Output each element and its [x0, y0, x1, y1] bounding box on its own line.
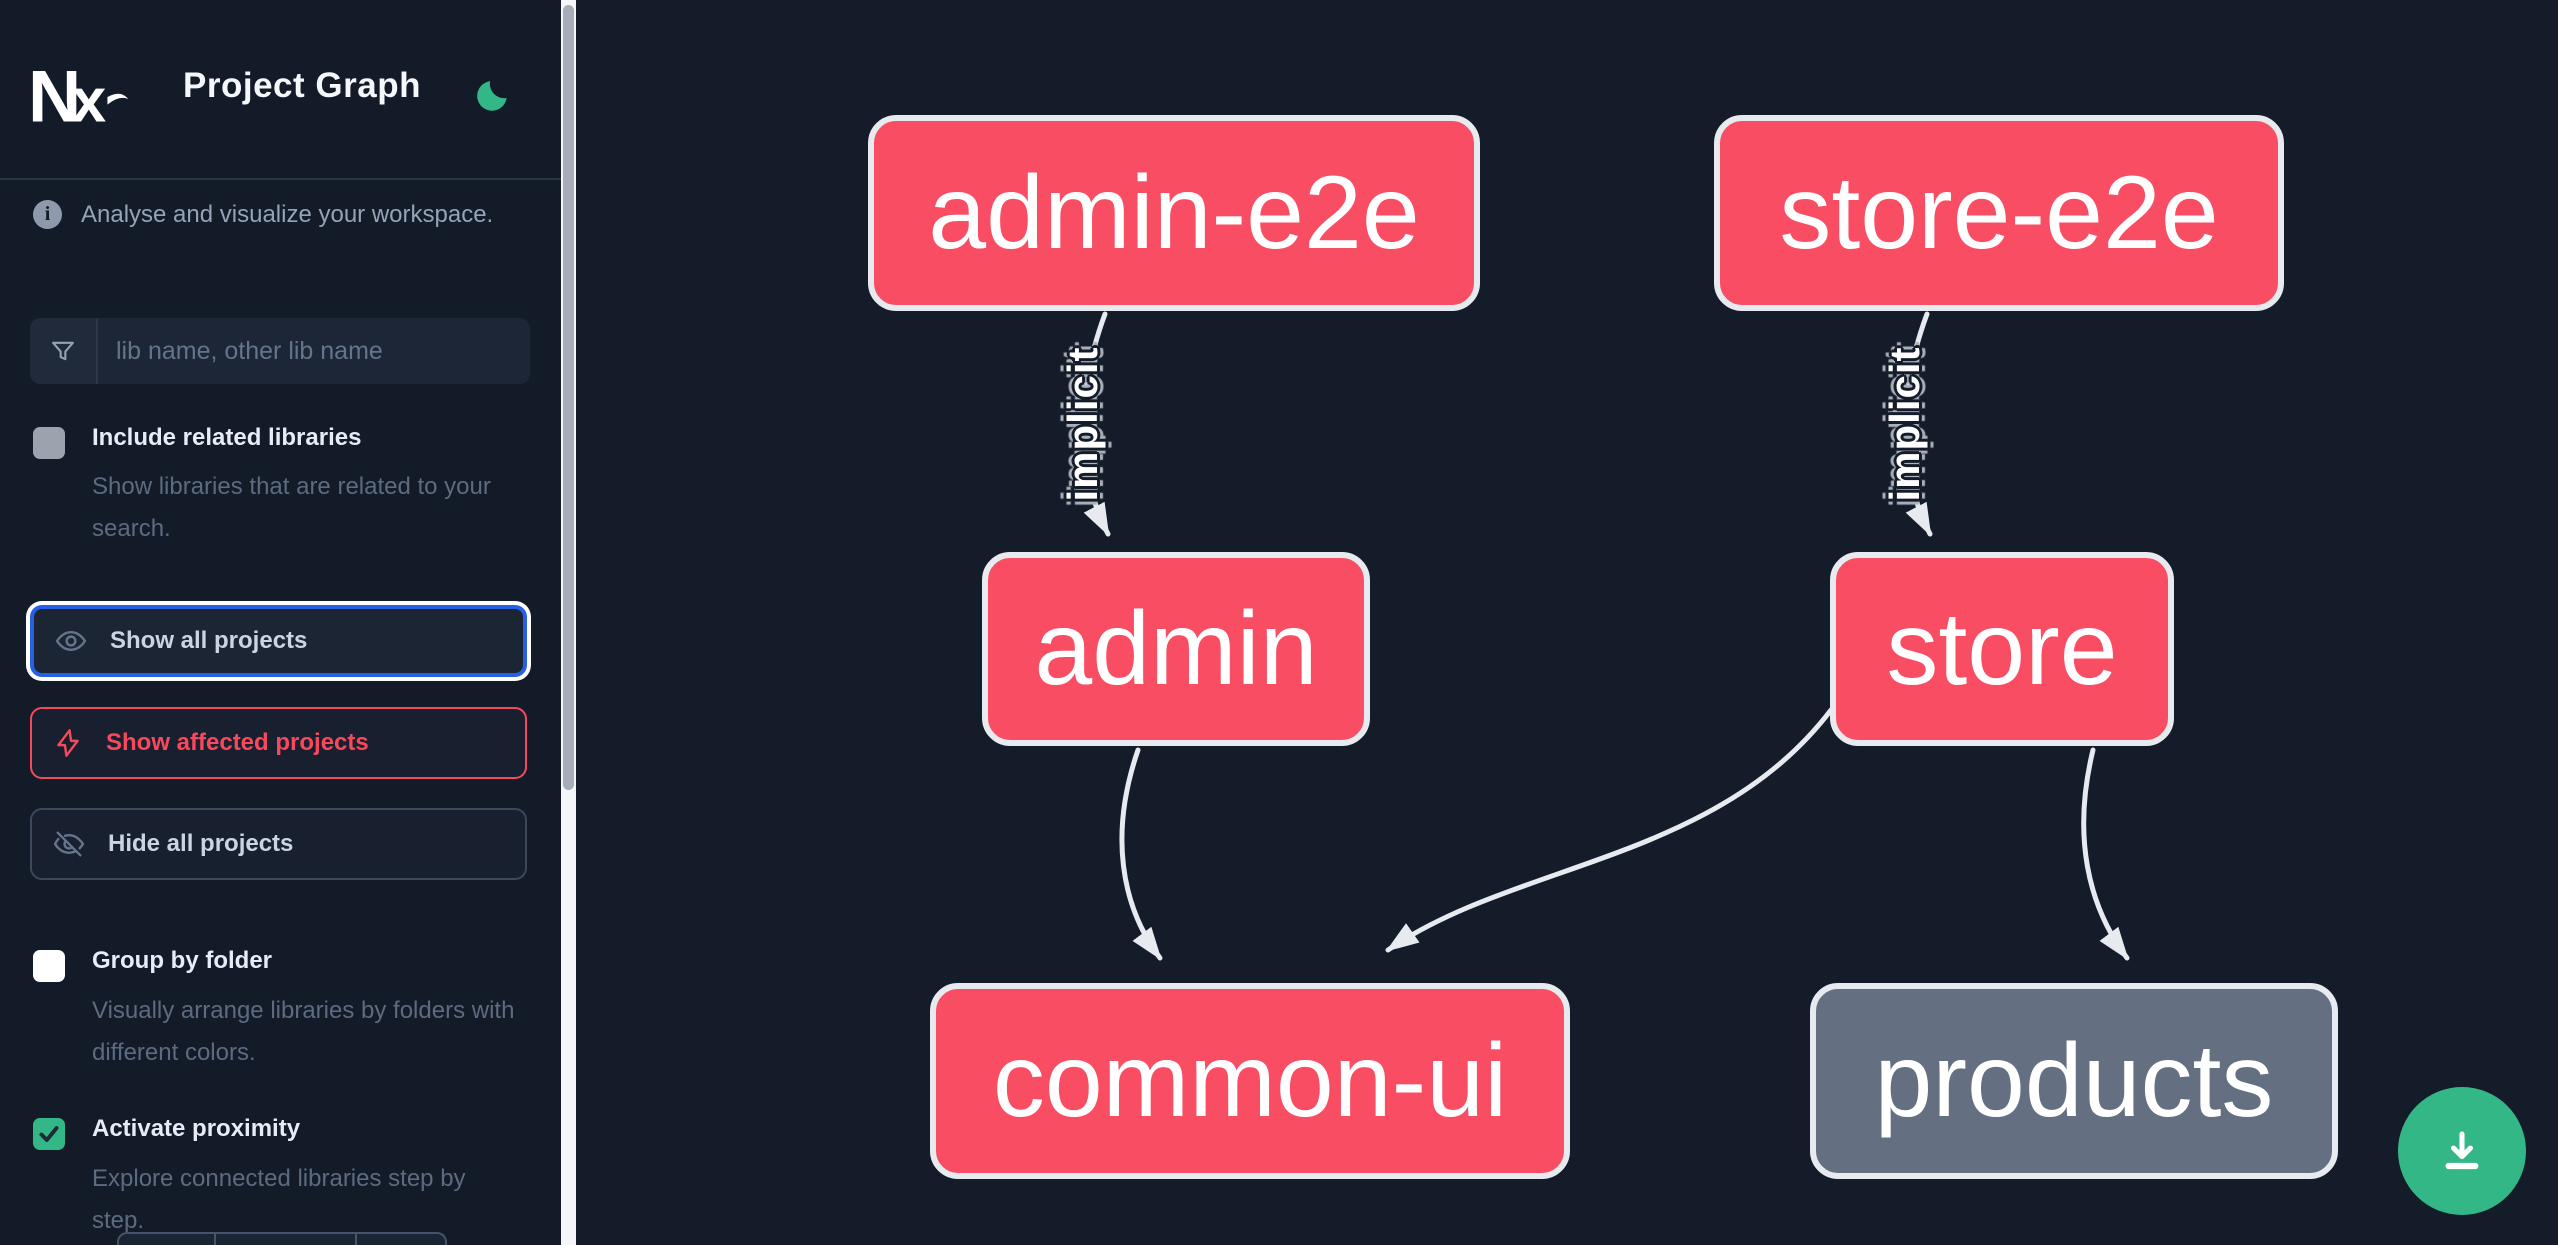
moon-icon	[477, 81, 507, 111]
edge-store-e2e-to-store	[1903, 311, 1933, 537]
download-icon	[2445, 1131, 2479, 1170]
node-admin[interactable]: admin	[982, 552, 1370, 746]
nx-logo-icon: N x	[28, 61, 129, 135]
node-common-ui[interactable]: common-ui	[930, 983, 1570, 1179]
eye-off-icon	[53, 831, 85, 857]
search-box	[30, 318, 530, 384]
activate-proximity-description: Explore connected libraries step by step…	[92, 1165, 466, 1234]
group-by-folder-label: Group by folder	[92, 947, 272, 974]
node-admin-e2e[interactable]: admin-e2e	[868, 115, 1480, 311]
include-related-label: Include related libraries	[92, 424, 362, 451]
show-affected-projects-button[interactable]: Show affected projects	[30, 707, 527, 779]
hide-all-projects-label: Hide all projects	[108, 830, 294, 857]
group-by-folder-checkbox[interactable]	[33, 950, 65, 982]
node-products[interactable]: products	[1810, 983, 2338, 1179]
include-related-description: Show libraries that are related to your …	[92, 473, 491, 542]
search-input[interactable]	[98, 318, 530, 384]
include-related-checkbox[interactable]	[33, 427, 65, 459]
edge-admin-e2e-to-admin	[1081, 311, 1111, 537]
svg-text:x: x	[71, 67, 106, 135]
edge-admin-to-common-ui	[1119, 747, 1163, 961]
app-title: Project Graph	[183, 66, 421, 105]
segmented-control-partial[interactable]	[117, 1232, 447, 1245]
theme-toggle-button[interactable]	[472, 76, 512, 116]
activate-proximity-label: Activate proximity	[92, 1115, 301, 1142]
svg-text:N: N	[28, 61, 77, 135]
bolt-icon	[57, 729, 79, 757]
funnel-filter-icon	[30, 318, 98, 384]
node-store[interactable]: store	[1830, 552, 2174, 746]
tagline-text: Analyse and visualize your workspace.	[81, 200, 494, 228]
show-all-projects-label: Show all projects	[110, 627, 308, 654]
group-by-folder-description: Visually arrange libraries by folders wi…	[92, 997, 515, 1066]
sidebar-scrollbar[interactable]	[561, 0, 576, 1245]
edge-store-to-products	[2081, 747, 2130, 961]
workspace-tagline: i Analyse and visualize your workspace.	[33, 200, 493, 229]
sidebar: N x Project Graph i Analyse and visualiz…	[0, 0, 576, 1245]
node-store-e2e[interactable]: store-e2e	[1714, 115, 2284, 311]
dependency-edges	[1081, 311, 2130, 961]
hide-all-projects-button[interactable]: Hide all projects	[30, 808, 527, 880]
eye-icon	[55, 631, 87, 651]
download-graph-button[interactable]	[2398, 1087, 2526, 1215]
check-icon	[39, 1126, 59, 1142]
show-all-projects-button[interactable]: Show all projects	[30, 605, 527, 677]
show-affected-projects-label: Show affected projects	[106, 729, 369, 756]
project-graph-canvas[interactable]: implicit implicit admin-e2e store-e2e ad…	[576, 0, 2558, 1245]
info-icon: i	[33, 200, 62, 229]
activate-proximity-checkbox[interactable]	[33, 1118, 65, 1150]
edge-store-to-common-ui	[1385, 707, 1834, 953]
sidebar-scrollbar-thumb[interactable]	[563, 5, 574, 790]
header-divider	[0, 178, 561, 180]
nx-logo[interactable]: N x	[28, 58, 138, 138]
